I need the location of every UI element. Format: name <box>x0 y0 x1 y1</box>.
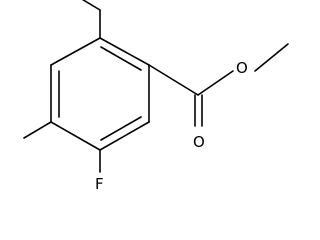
carbonyl-to-ester-oxygen-bond <box>197 70 234 96</box>
ring-bond-c1-c2 <box>99 37 150 66</box>
ring-bond-c6-c1 <box>50 37 101 66</box>
ring-bond-c3-c4 <box>99 121 150 151</box>
atom-label-ester-oxygen: O <box>236 59 248 77</box>
ring-to-carbonyl-bond <box>148 64 199 96</box>
ester-oxygen-to-methyl-bond <box>254 43 289 72</box>
methyl-bond <box>23 121 52 139</box>
bonds <box>23 0 289 173</box>
atom-labels: O O F <box>95 59 248 193</box>
atom-label-carbonyl-oxygen: O <box>193 133 205 151</box>
ring-bond-c4-c5 <box>50 121 101 151</box>
atom-label-fluorine: F <box>95 175 104 193</box>
molecule-structure-diagram: O O F <box>23 0 289 193</box>
ring-inner-double-bond-top <box>100 46 142 71</box>
ring-inner-double-bond-bottom <box>100 116 142 141</box>
ethyl-bond-2 <box>81 0 101 11</box>
